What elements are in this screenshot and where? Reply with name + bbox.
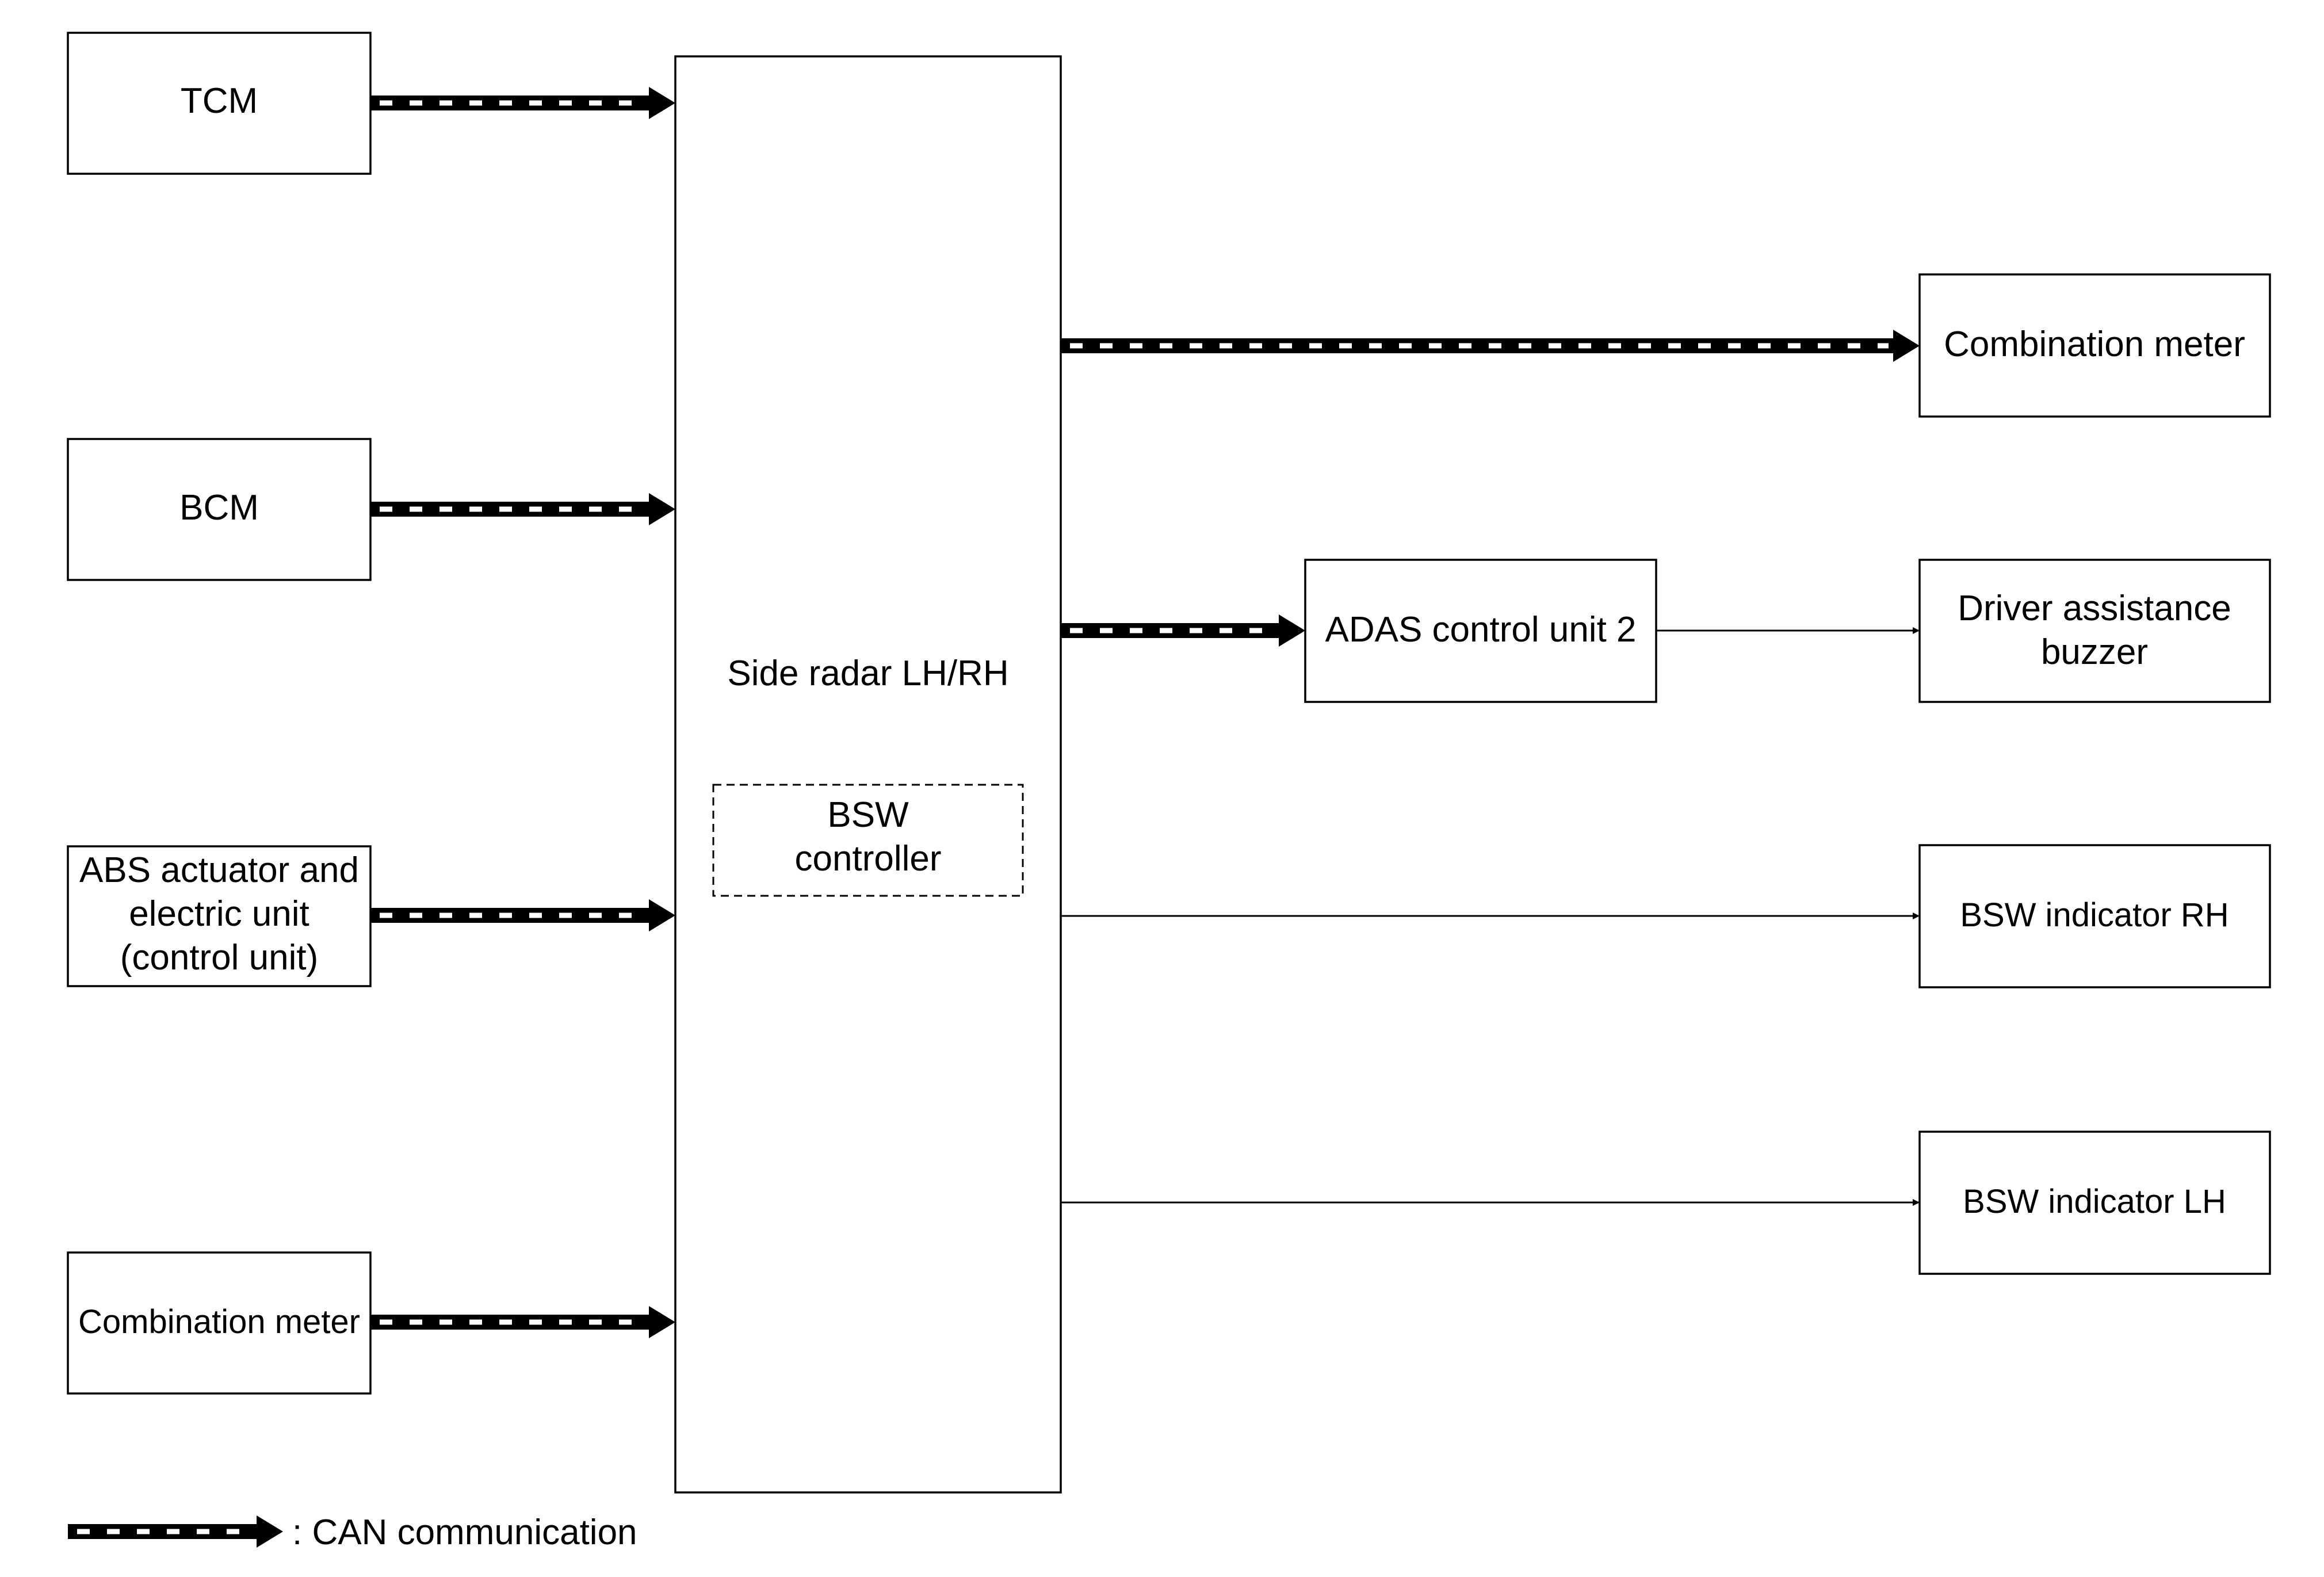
bsw-controller-line-1: BSW [827,795,909,835]
legend-can-arrow [68,1515,283,1548]
buzzer-label-line-2: buzzer [2041,632,2148,672]
bsw-indicator-rh-node: BSW indicator RH [1918,844,2271,988]
bcm-node: BCM [67,438,372,581]
can-arrow-combination-meter-out [1061,330,1920,362]
abs-label-line-2: electric unit [129,894,309,934]
legend: : CAN communication [68,1513,637,1552]
adas-control-unit-label: ADAS control unit 2 [1325,610,1636,650]
combination-meter-output-label: Combination meter [1944,324,2245,364]
combination-meter-output-node: Combination meter [1918,273,2271,418]
adas-control-unit-node: ADAS control unit 2 [1304,559,1657,703]
abs-label-line-3: (control unit) [120,938,319,977]
buzzer-label-line-1: Driver assistance [1958,589,2231,628]
can-arrow-combination-meter-in [370,1306,675,1338]
can-arrow-adas [1061,614,1305,647]
driver-assistance-buzzer-node: Driver assistance buzzer [1918,559,2271,703]
bcm-label: BCM [179,488,259,528]
can-arrow-tcm [370,87,675,119]
side-radar-label: Side radar LH/RH [727,654,1008,693]
combination-meter-input-label: Combination meter [78,1303,360,1341]
abs-actuator-node: ABS actuator and electric unit (control … [67,845,372,987]
bsw-indicator-lh-label: BSW indicator LH [1963,1183,2226,1220]
abs-label-line-1: ABS actuator and [79,850,359,890]
tcm-label: TCM [181,81,258,121]
bsw-indicator-lh-node: BSW indicator LH [1918,1131,2271,1275]
can-arrow-abs [370,899,675,931]
tcm-node: TCM [67,32,372,175]
bsw-indicator-rh-label: BSW indicator RH [1960,896,2229,934]
bsw-controller-box [712,784,1024,897]
side-radar-node: Side radar LH/RH BSW controller [674,55,1062,1494]
combination-meter-input-node: Combination meter [67,1251,372,1395]
legend-can-label: : CAN communication [292,1513,637,1552]
bsw-controller-line-2: controller [795,839,942,879]
can-arrow-bcm [370,493,675,525]
